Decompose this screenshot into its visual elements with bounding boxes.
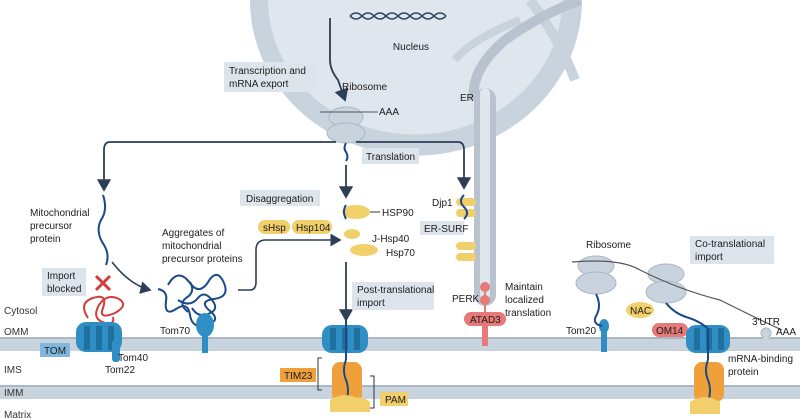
pam-label: PAM <box>370 375 408 409</box>
tom-complex-center <box>322 320 368 360</box>
svg-text:Transcription and: Transcription and <box>229 66 306 77</box>
tom-complex-left <box>76 322 122 362</box>
svg-text:NAC: NAC <box>630 306 651 317</box>
hsp104: Hsp104 <box>292 220 332 234</box>
maintain-translation-label: Maintain localized translation <box>505 282 551 319</box>
arrow-nucleus-to-ribosome <box>329 18 349 102</box>
svg-text:Co-translational: Co-translational <box>695 239 765 250</box>
svg-text:Import: Import <box>47 271 76 282</box>
svg-text:ATAD3: ATAD3 <box>470 315 501 326</box>
svg-text:TIM23: TIM23 <box>284 371 313 382</box>
svg-text:PAM: PAM <box>385 395 406 406</box>
svg-text:Hsp104: Hsp104 <box>296 223 331 234</box>
svg-text:mitochondrial: mitochondrial <box>162 241 221 252</box>
utr-label: 3′UTR AAA <box>752 317 796 351</box>
region-ims: IMS <box>4 365 22 376</box>
er-surf: ER-SURF <box>420 221 476 261</box>
tom20: Tom20 <box>566 293 609 352</box>
svg-text:Translation: Translation <box>366 152 415 163</box>
svg-text:Ribosome: Ribosome <box>342 82 387 93</box>
aggregates-label: Aggregates of mitochondrial precursor pr… <box>162 228 243 265</box>
svg-text:translation: translation <box>505 308 551 319</box>
svg-text:precursor: precursor <box>30 221 73 232</box>
ribosome-right-2 <box>645 263 687 304</box>
tom40-label: Tom40 <box>118 353 148 364</box>
tom-complex-right <box>665 302 730 360</box>
svg-text:Djp1: Djp1 <box>432 198 453 209</box>
svg-text:Hsp70: Hsp70 <box>386 248 415 259</box>
svg-text:import: import <box>695 252 723 263</box>
arrow-to-er <box>356 141 472 190</box>
mrna-right <box>571 260 783 331</box>
svg-text:Disaggregation: Disaggregation <box>246 194 313 205</box>
svg-text:Aggregates of: Aggregates of <box>162 228 224 239</box>
transcription-box: Transcription and mRNA export <box>224 62 316 92</box>
svg-text:precursor proteins: precursor proteins <box>162 254 243 265</box>
svg-text:import: import <box>357 298 385 309</box>
svg-text:ER-SURF: ER-SURF <box>424 224 468 235</box>
perk: PERK <box>452 282 490 312</box>
precursor-protein: Mitochondrial precursor protein <box>30 194 152 294</box>
tom22-label: Tom22 <box>105 365 135 376</box>
arrow-aggregate-to-disaggregation <box>238 233 342 291</box>
nac: NAC <box>626 302 654 318</box>
tom-label: TOM <box>40 343 70 357</box>
misfolded-protein <box>83 295 125 325</box>
ribosome-top: Ribosome AAA <box>320 82 399 162</box>
er: ER <box>451 0 582 306</box>
svg-text:HSP90: HSP90 <box>382 208 414 219</box>
svg-text:Maintain: Maintain <box>505 282 543 293</box>
arrow-precursor-to-aggregate <box>111 261 152 294</box>
region-matrix: Matrix <box>4 410 31 419</box>
region-imm: IMM <box>4 388 23 399</box>
region-cytosol: Cytosol <box>4 306 37 317</box>
ribosome-right-label: Ribosome <box>586 240 631 251</box>
svg-text:blocked: blocked <box>47 284 81 295</box>
om14: OM14 <box>652 323 688 337</box>
disaggregation-box: Disaggregation <box>240 190 320 206</box>
svg-text:AAA: AAA <box>776 327 796 338</box>
svg-text:Mitochondrial: Mitochondrial <box>30 208 89 219</box>
svg-text:sHsp: sHsp <box>263 223 286 234</box>
atad3: ATAD3 <box>464 312 506 346</box>
svg-text:mRNA export: mRNA export <box>229 79 289 90</box>
blocked-x-icon <box>94 274 112 292</box>
mrna-binding-protein-label: mRNA-binding protein <box>728 354 793 378</box>
translation-box: Translation <box>362 148 419 164</box>
arrow-to-precursor <box>96 141 336 192</box>
cotranslational-box: Co-translational import <box>690 236 774 264</box>
djp1: Djp1 <box>432 194 476 220</box>
er-label: ER <box>460 93 474 104</box>
hsp90: HSP90 <box>342 204 414 220</box>
svg-text:mRNA-binding: mRNA-binding <box>728 354 793 365</box>
protein-aggregate <box>157 273 227 327</box>
tom70: Tom70 <box>160 313 214 353</box>
shsp: sHsp <box>258 220 290 234</box>
tim23-center <box>330 359 370 412</box>
tim23-label: TIM23 <box>280 357 322 391</box>
svg-text:J-Hsp40: J-Hsp40 <box>372 234 410 245</box>
svg-text:Tom20: Tom20 <box>566 326 596 337</box>
post-translational-box: Post-translational import <box>352 282 434 310</box>
svg-text:3′UTR: 3′UTR <box>752 317 780 328</box>
svg-text:TOM: TOM <box>44 346 66 357</box>
svg-text:protein: protein <box>30 234 61 245</box>
tim23-right <box>690 359 724 414</box>
svg-text:OM14: OM14 <box>656 326 684 337</box>
region-omm: OMM <box>4 327 28 338</box>
svg-text:protein: protein <box>728 367 759 378</box>
svg-text:AAA: AAA <box>379 107 399 118</box>
svg-text:PERK: PERK <box>452 294 480 305</box>
import-blocked-box: Import blocked <box>42 268 86 296</box>
svg-text:Post-translational: Post-translational <box>357 285 434 296</box>
svg-text:localized: localized <box>505 295 544 306</box>
hsp70: Hsp70 <box>350 244 415 259</box>
nucleus-label: Nucleus <box>393 42 429 53</box>
j-hsp40: J-Hsp40 <box>344 229 410 245</box>
svg-text:Tom70: Tom70 <box>160 326 190 337</box>
